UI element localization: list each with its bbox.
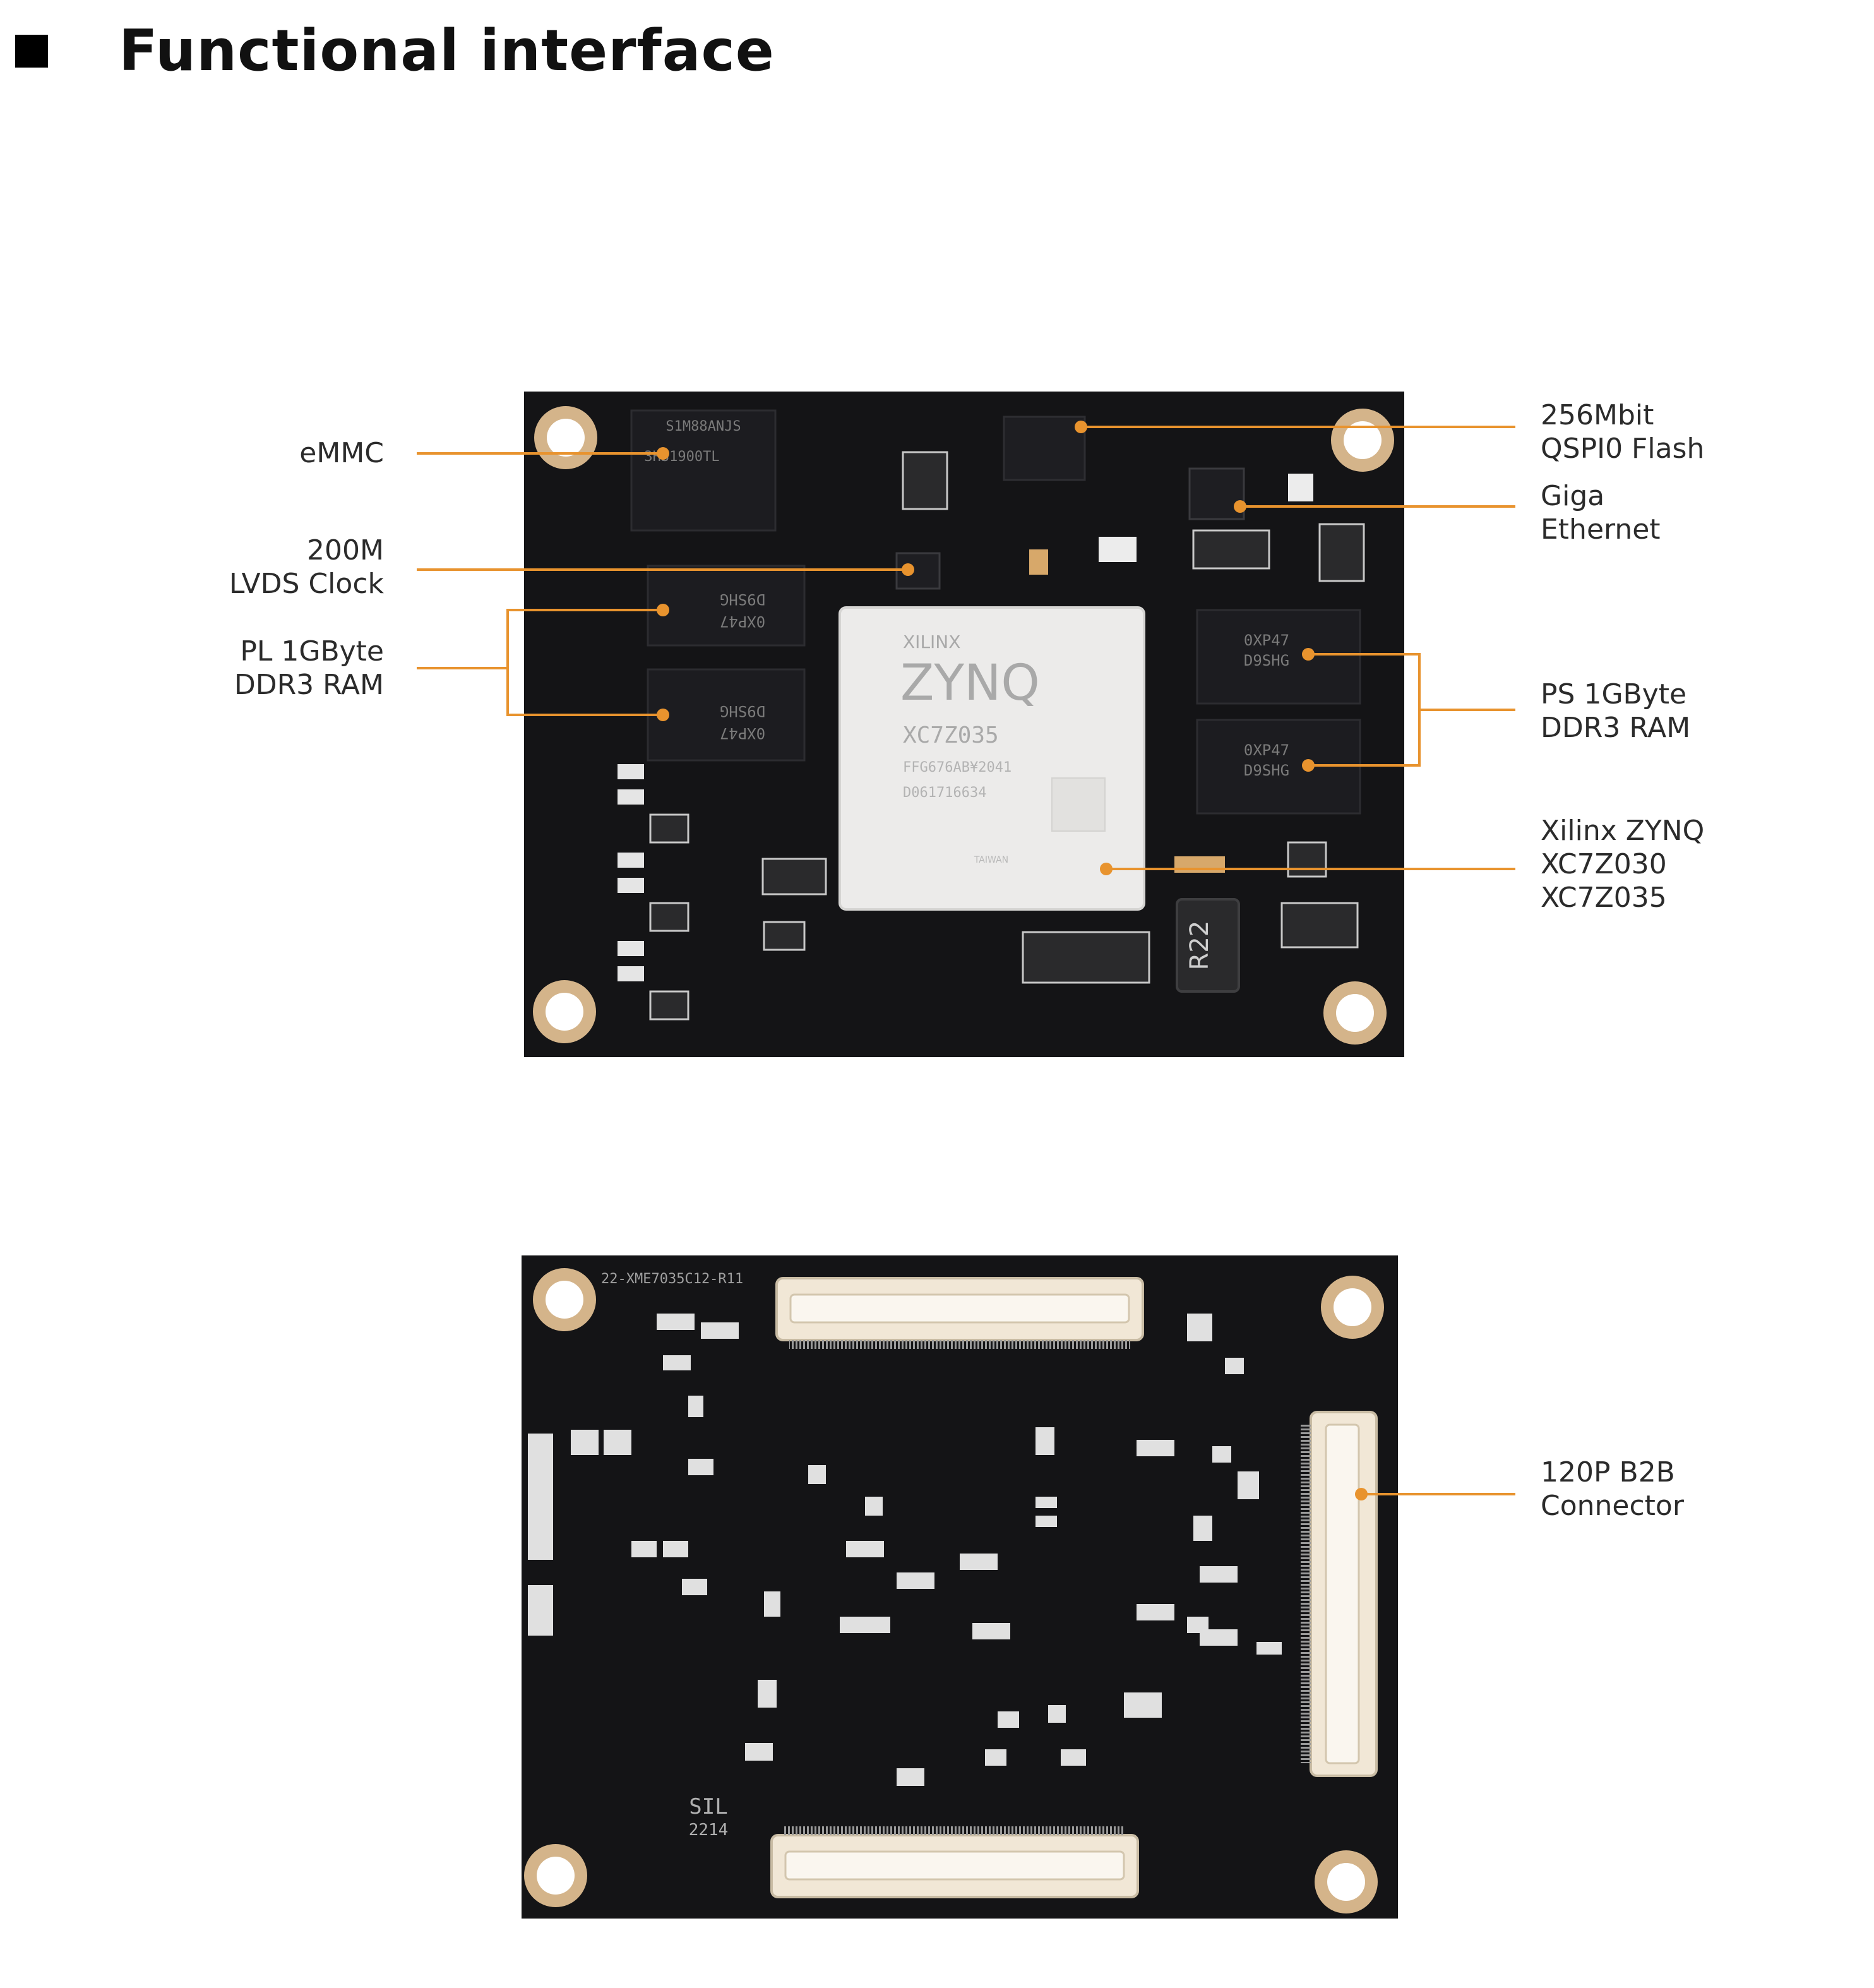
chip-marking: FFG676AB¥2041	[903, 760, 1012, 775]
fpga-lid-square	[1051, 777, 1106, 832]
mounting-hole	[534, 406, 597, 469]
chip-marking: 3H31900TL	[644, 449, 719, 465]
label-line: XC7Z030	[1541, 848, 1667, 880]
bottom-pcb	[522, 1255, 1398, 1919]
chip-marking: XC7Z035	[903, 722, 999, 748]
zynq-fpga-chip: XILINX ZYNQ XC7Z035 FFG676AB¥2041 D06171…	[839, 606, 1145, 911]
label-line: QSPI0 Flash	[1541, 433, 1705, 465]
pl-ddr3-chip: D9SHG 0XP47	[647, 565, 806, 647]
misc-components	[618, 451, 1365, 1021]
ps-ddr3-chip: 0XP47 D9SHG	[1196, 609, 1361, 705]
label-qspi-flash: 256Mbit QSPI0 Flash	[1541, 398, 1704, 465]
chip-marking: D9SHG	[720, 702, 765, 720]
board-silkscreen-maker: SIL	[689, 1794, 727, 1819]
label-line: 120P B2B	[1541, 1456, 1675, 1488]
mounting-hole	[533, 980, 596, 1043]
mounting-hole	[1321, 1276, 1384, 1339]
label-line: Ethernet	[1541, 513, 1661, 546]
title-bullet-square	[15, 35, 48, 68]
mounting-hole	[1315, 1850, 1378, 1913]
ethernet-phy-chip	[1188, 467, 1245, 520]
board-silkscreen-date: 2214	[689, 1821, 729, 1840]
misc-components	[528, 1314, 1282, 1786]
label-emmc: eMMC	[299, 436, 384, 470]
label-lvds-clock: 200M LVDS Clock	[229, 534, 384, 601]
callout-dots	[657, 421, 1315, 875]
chip-marking: D061716634	[903, 785, 986, 801]
chip-marking: ZYNQ	[900, 655, 1040, 712]
label-line: PL 1GByte	[240, 635, 384, 668]
mounting-hole	[533, 1268, 596, 1331]
chip-marking: XILINX	[903, 632, 960, 652]
r22-inductor: R22	[1176, 898, 1240, 993]
label-line: Connector	[1541, 1490, 1684, 1522]
label-line: Xilinx ZYNQ	[1541, 815, 1705, 847]
label-line: 200M	[307, 534, 384, 566]
callout-lines	[417, 426, 1515, 870]
chip-marking: D9SHG	[720, 590, 765, 608]
label-zynq: Xilinx ZYNQ XC7Z030 XC7Z035	[1541, 814, 1704, 914]
mounting-hole	[1331, 409, 1394, 472]
page-header: Functional interface	[15, 23, 775, 80]
chip-marking: 0XP47	[1244, 741, 1289, 759]
label-b2b-connector: 120P B2B Connector	[1541, 1456, 1684, 1523]
b2b-connector-top	[775, 1277, 1144, 1349]
board-silkscreen-id: 22-XME7035C12-R11	[601, 1271, 743, 1287]
label-line: DDR3 RAM	[234, 669, 384, 701]
pl-ddr3-chip: D9SHG 0XP47	[647, 668, 806, 762]
label-line: LVDS Clock	[229, 568, 384, 600]
label-line: 256Mbit	[1541, 399, 1654, 431]
chip-marking: 0XP47	[720, 613, 765, 630]
chip-marking: 0XP47	[1244, 632, 1289, 649]
b2b-connector-right	[1301, 1411, 1378, 1777]
label-giga-ethernet: Giga Ethernet	[1541, 479, 1661, 546]
page-title: Functional interface	[119, 18, 775, 84]
label-ps-ddr3: PS 1GByte DDR3 RAM	[1541, 678, 1690, 745]
label-line: DDR3 RAM	[1541, 712, 1691, 744]
label-line: Giga	[1541, 480, 1605, 512]
bottom-board: 22-XME7035C12-R11 SIL 2214	[522, 1255, 1515, 1919]
mounting-hole	[1323, 981, 1387, 1045]
mounting-hole	[524, 1844, 587, 1907]
chip-marking: D9SHG	[1244, 762, 1289, 779]
callout-dot	[1355, 1488, 1368, 1500]
chip-marking: TAIWAN	[974, 855, 1008, 865]
emmc-chip: S1M88ANJS 3H31900TL	[630, 409, 777, 532]
chip-marking: S1M88ANJS	[665, 419, 741, 434]
chip-marking: 0XP47	[720, 724, 765, 742]
label-line: eMMC	[299, 437, 384, 469]
label-pl-ddr3: PL 1GByte DDR3 RAM	[234, 635, 384, 702]
label-line: PS 1GByte	[1541, 678, 1687, 710]
qspi-flash-chip	[1003, 416, 1086, 481]
chip-marking: R22	[1185, 921, 1214, 971]
label-line: XC7Z035	[1541, 882, 1667, 914]
chip-marking: D9SHG	[1244, 652, 1289, 669]
top-board: S1M88ANJS 3H31900TL D9SHG 0XP47 D9SHG 0X…	[417, 392, 1515, 1057]
b2b-connector-bottom	[770, 1826, 1139, 1898]
